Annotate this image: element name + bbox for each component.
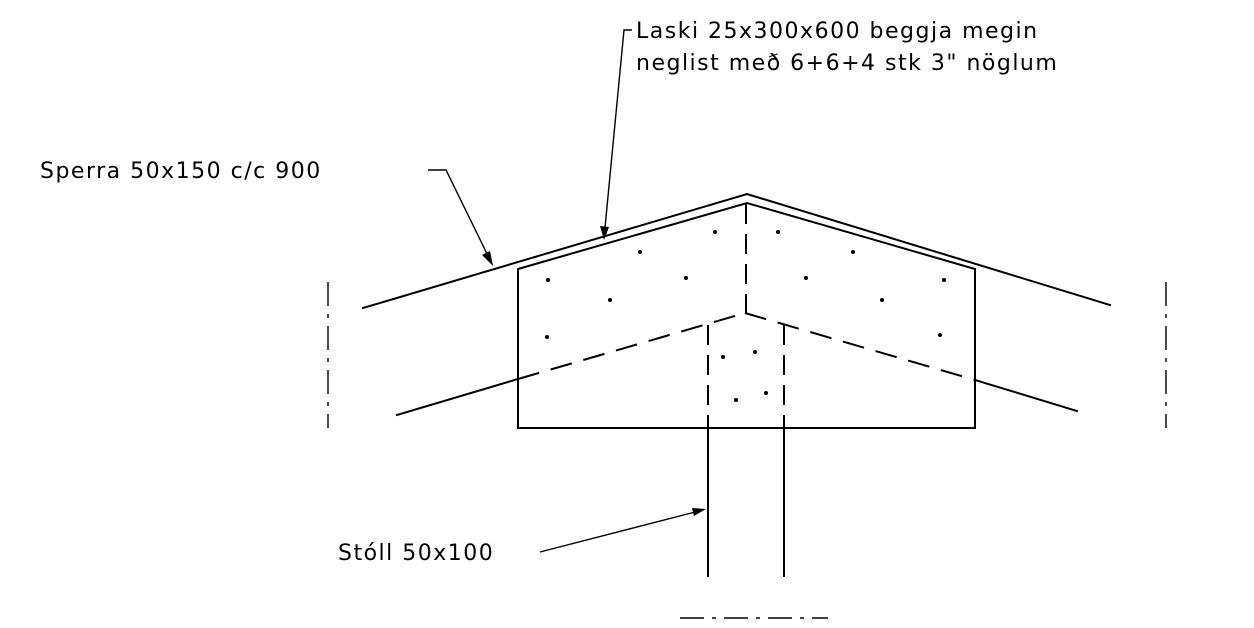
nail: [721, 355, 725, 359]
nail: [546, 278, 550, 282]
nail: [545, 335, 549, 339]
nail-pattern: [545, 230, 946, 402]
post-leader-line: [539, 509, 704, 553]
nail: [851, 250, 855, 254]
lap-plate-leader-arrow: [600, 226, 609, 240]
nail: [753, 350, 757, 354]
lap-plate-leader-line: [603, 29, 632, 239]
nail: [684, 276, 688, 280]
right-rafter-bottom-edge-outer: [973, 378, 1079, 413]
nail: [713, 230, 717, 234]
nail: [880, 298, 884, 302]
post-label: Stóll 50x100: [338, 541, 494, 566]
gusset-plate: [517, 201, 976, 429]
lap-plate-leader: [600, 29, 632, 240]
rafter-pair: [361, 192, 1112, 417]
rafter-leader: [428, 169, 493, 266]
right-rafter-bottom-hidden: [744, 312, 976, 381]
nail: [942, 278, 946, 282]
nail: [764, 391, 768, 395]
post: [707, 325, 785, 577]
nail: [938, 333, 942, 337]
left-rafter-bottom-hidden: [517, 312, 746, 380]
rafter-leader-arrow: [482, 251, 493, 266]
nail: [804, 276, 808, 280]
nail: [608, 298, 612, 302]
post-leader-arrow: [692, 508, 706, 516]
left-rafter-bottom-edge-outer: [395, 377, 520, 417]
post-leader: [539, 508, 706, 553]
rafter-top-edge: [361, 192, 1112, 310]
nail: [776, 230, 780, 234]
lap-plate-label-line1: Laski 25x300x600 beggja megin: [636, 19, 1039, 44]
nail: [638, 250, 642, 254]
rafter-leader-line: [428, 169, 493, 265]
lap-plate-label-line2: neglist með 6+6+4 stk 3" nöglum: [636, 51, 1058, 76]
nail: [734, 398, 738, 402]
rafter-label: Sperra 50x150 c/c 900: [40, 159, 322, 184]
